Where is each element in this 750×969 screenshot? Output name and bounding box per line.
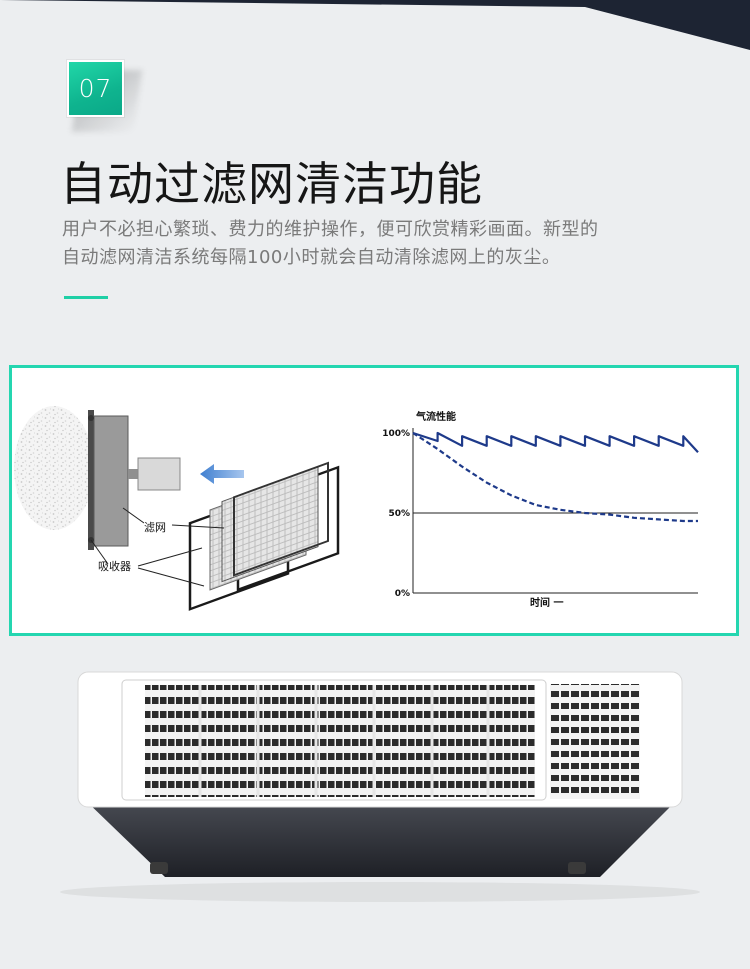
x-axis-label: 时间 一 bbox=[530, 596, 563, 609]
floor-shadow bbox=[60, 882, 700, 902]
y-tick-label: 0% bbox=[395, 589, 410, 599]
projector-device bbox=[60, 671, 700, 902]
series-sawtooth-line bbox=[412, 431, 699, 453]
top-decor-band bbox=[0, 0, 750, 50]
filter-label: 滤网 bbox=[144, 521, 166, 534]
intake-panel bbox=[94, 416, 128, 546]
section-title: 自动过滤网清洁功能 bbox=[60, 157, 483, 211]
exhaust-vent bbox=[550, 684, 640, 799]
accent-divider bbox=[64, 296, 108, 299]
section-number-badge: 07 bbox=[67, 60, 124, 117]
y-tick-label: 50% bbox=[388, 509, 410, 519]
intake-grille bbox=[145, 685, 535, 797]
section-description-line1: 用户不必担心繁琐、费力的维护操作，便可欣赏精彩画面。新型的 bbox=[62, 219, 599, 240]
dust-cloud bbox=[14, 406, 94, 530]
filter-diagram: 滤网 吸收器 气流性能 时间 一 100% 50% 0% bbox=[14, 406, 699, 611]
y-tick-label: 100% bbox=[382, 429, 410, 439]
chart-title: 气流性能 bbox=[415, 410, 456, 423]
section-description-line2: 自动滤网清洁系统每隔100小时就会自动清除滤网上的灰尘。 bbox=[62, 247, 561, 268]
filter-cassette bbox=[188, 461, 340, 611]
section-number: 07 bbox=[78, 74, 113, 103]
airflow-chart: 气流性能 时间 一 100% 50% 0% bbox=[382, 410, 699, 609]
left-arrow-icon bbox=[200, 464, 244, 484]
motor-shaft bbox=[128, 469, 138, 479]
intake-frame bbox=[88, 410, 94, 550]
foot-right bbox=[568, 862, 586, 874]
motor-body bbox=[137, 457, 181, 491]
absorber-top bbox=[88, 415, 94, 421]
projector-base bbox=[82, 797, 680, 877]
foot-left bbox=[150, 862, 168, 874]
filter-diagram-panel: 滤网 吸收器 气流性能 时间 一 100% 50% 0% bbox=[9, 365, 739, 636]
absorber-label: 吸收器 bbox=[98, 559, 131, 573]
series-dashed-line bbox=[412, 432, 698, 523]
